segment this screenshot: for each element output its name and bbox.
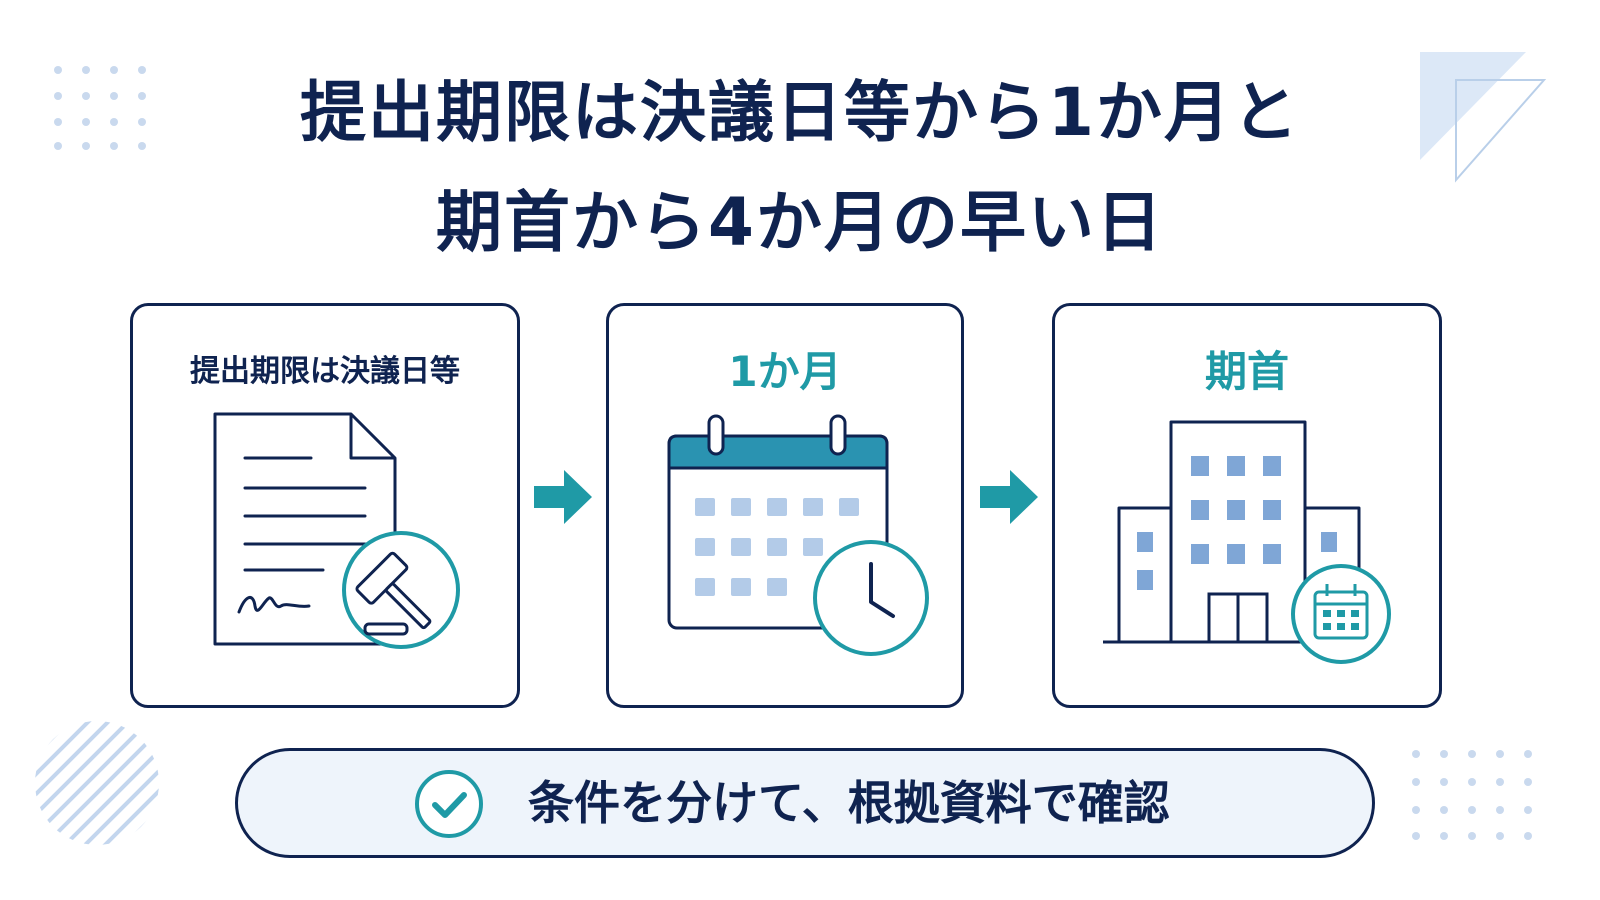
summary-banner-text: 条件を分けて、根拠資料で確認 — [528, 776, 1170, 830]
page-title: 提出期限は決議日等から1か月と 期首から4か月の早い日 — [0, 58, 1600, 278]
document-gavel-icon — [213, 412, 460, 649]
step-label-one-month: 1か月 — [728, 347, 842, 396]
dot-grid-decoration-bottom — [1412, 750, 1532, 840]
triangle-decoration — [1420, 52, 1547, 183]
summary-banner: 条件を分けて、根拠資料で確認 — [235, 748, 1375, 858]
step-label-resolution-date: 提出期限は決議日等 — [190, 354, 460, 389]
step-card-one-month: 1か月 — [606, 303, 964, 708]
striped-circle-decoration — [35, 721, 159, 845]
step-card-fiscal-year-start: 期首 — [1052, 303, 1442, 708]
title-line-1: 提出期限は決議日等から1か月と — [300, 74, 1300, 151]
arrow-right-icon-2 — [980, 470, 1038, 524]
title-line-2: 期首から4か月の早い日 — [436, 184, 1164, 261]
arrow-right-icon — [534, 470, 592, 524]
building-calendar-icon — [1103, 420, 1391, 664]
check-circle-icon — [415, 770, 483, 838]
dot-grid-decoration — [54, 66, 146, 150]
step-card-resolution-date: 提出期限は決議日等 — [130, 303, 520, 708]
calendar-clock-icon — [667, 414, 929, 656]
step-label-fiscal-year-start: 期首 — [1204, 347, 1289, 396]
